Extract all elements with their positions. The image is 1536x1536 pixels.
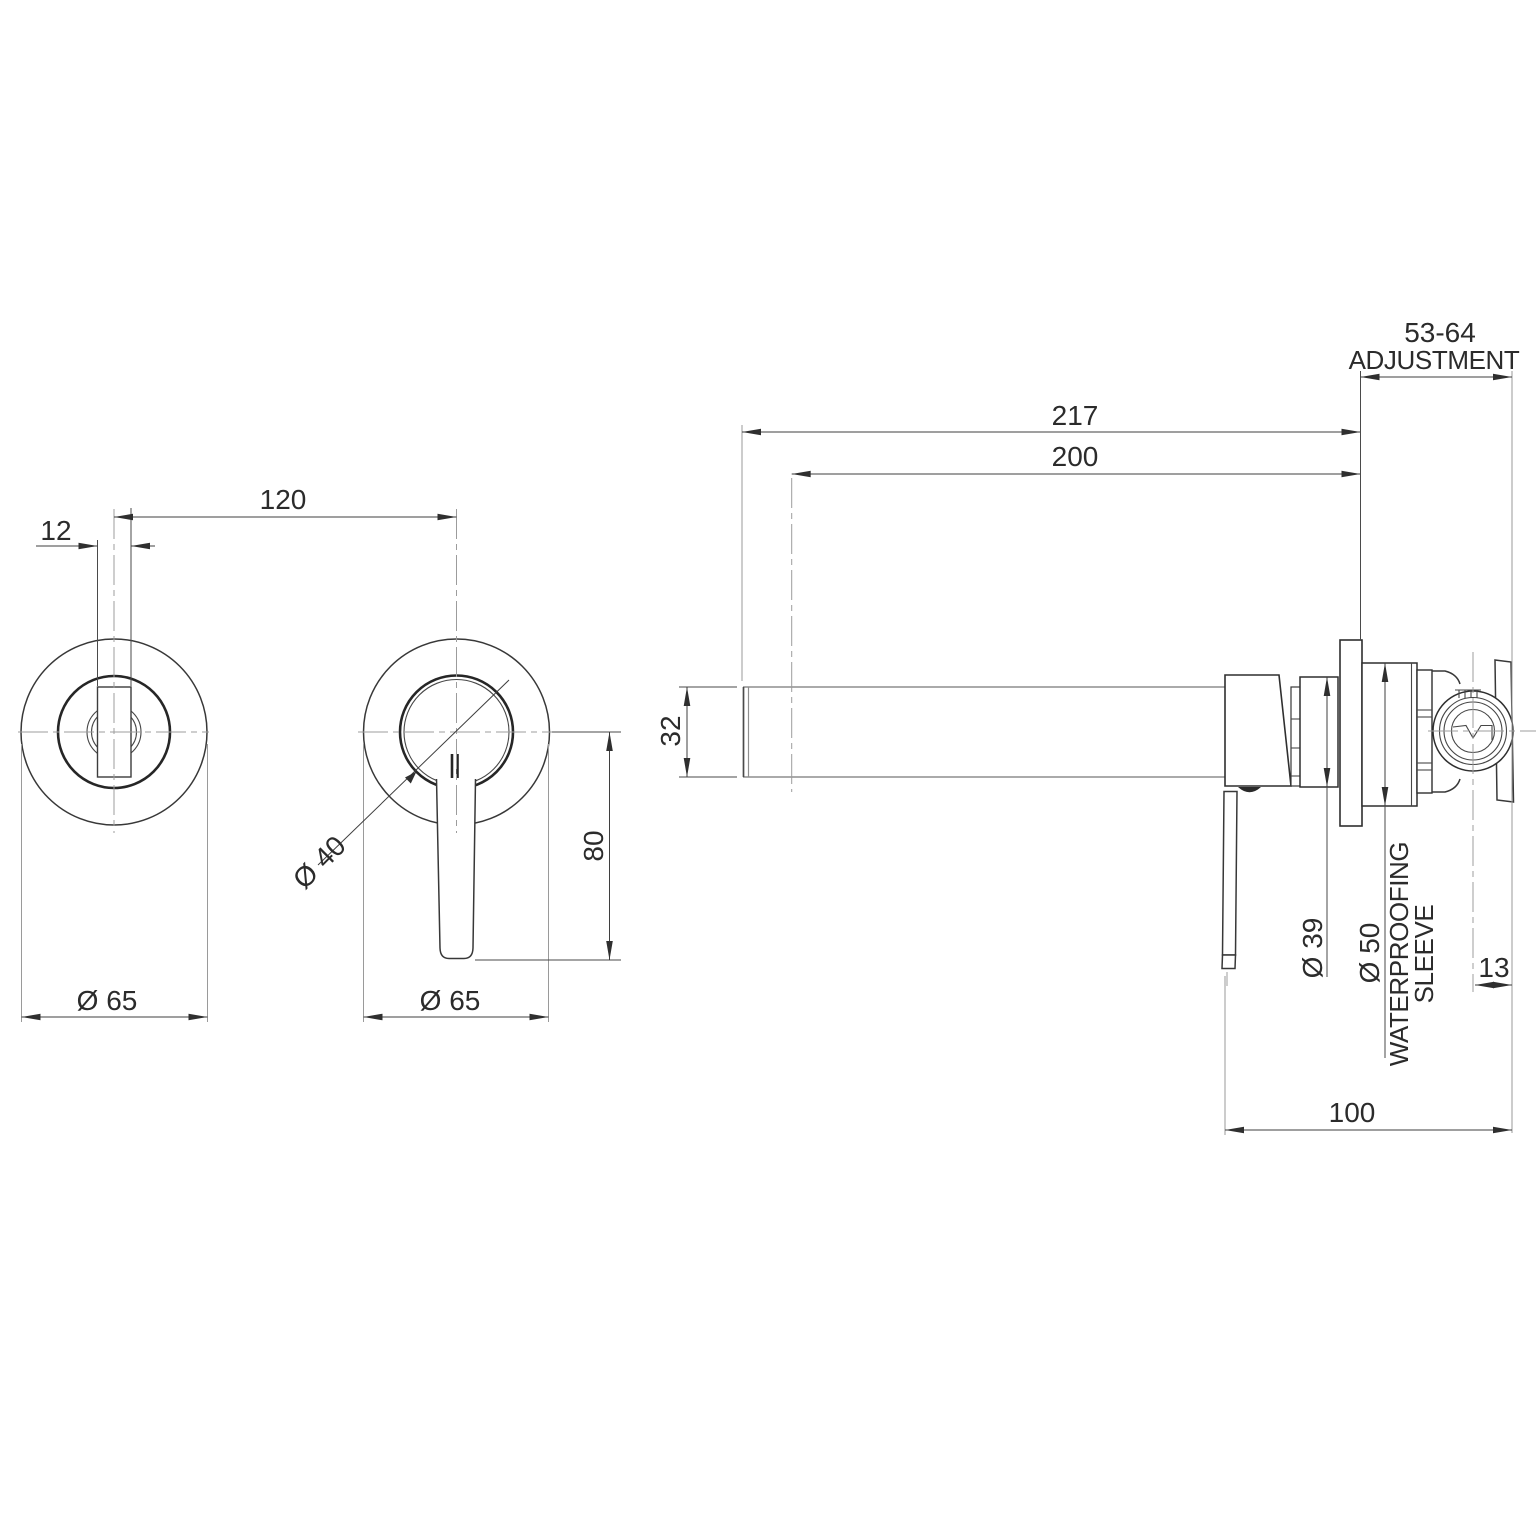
front-view-mixer-plate: [358, 509, 554, 960]
handle-lever-end-cap: [1221, 954, 1237, 970]
valve-shoulder-top: [1432, 670, 1461, 685]
dim-label-120: 120: [260, 484, 307, 515]
dim-label-50: Ø 50: [1354, 923, 1385, 984]
cartridge-spline-mark: [1452, 724, 1493, 740]
dim-label-adjustment-word: ADJUSTMENT: [1349, 345, 1520, 375]
dimensions: 12 120 Ø 65 Ø 65 Ø 40 80 32 217: [21, 317, 1520, 1135]
wall-plate-profile: [1339, 639, 1363, 827]
label-sleeve: SLEEVE: [1409, 905, 1439, 1004]
dim-label-65-right: Ø 65: [420, 985, 481, 1016]
lever-pivot-shadow: [1238, 787, 1261, 793]
dim-label-100: 100: [1329, 1097, 1376, 1128]
dim-label-39: Ø 39: [1297, 918, 1328, 979]
spout-fill: [743, 688, 1225, 776]
dim-label-65-left: Ø 65: [77, 985, 138, 1016]
mixer-handle-front: [435, 778, 477, 960]
mixer-body-profile: [1224, 674, 1292, 787]
dim-label-40: Ø 40: [287, 830, 352, 895]
dim-40-leader: [317, 679, 510, 866]
side-view: [742, 478, 1536, 992]
valve-shoulder-bottom: [1432, 778, 1461, 793]
trim-ring-d39: [1299, 676, 1339, 788]
dim-label-217: 217: [1052, 400, 1099, 431]
waterproofing-sleeve: [1361, 662, 1418, 807]
label-waterproofing: WATERPROOFING: [1384, 842, 1414, 1066]
dim-label-80: 80: [578, 830, 609, 861]
dim-label-adjustment-range: 53-64: [1404, 317, 1476, 348]
dim-label-13: 13: [1478, 952, 1509, 983]
dim-label-12: 12: [40, 515, 71, 546]
front-view-spout-plate: [18, 509, 209, 833]
dim-40-arrowhead: [405, 771, 417, 784]
dim-label-32: 32: [655, 715, 686, 746]
handle-lever-profile: [1221, 790, 1238, 956]
dim-label-200: 200: [1052, 441, 1099, 472]
